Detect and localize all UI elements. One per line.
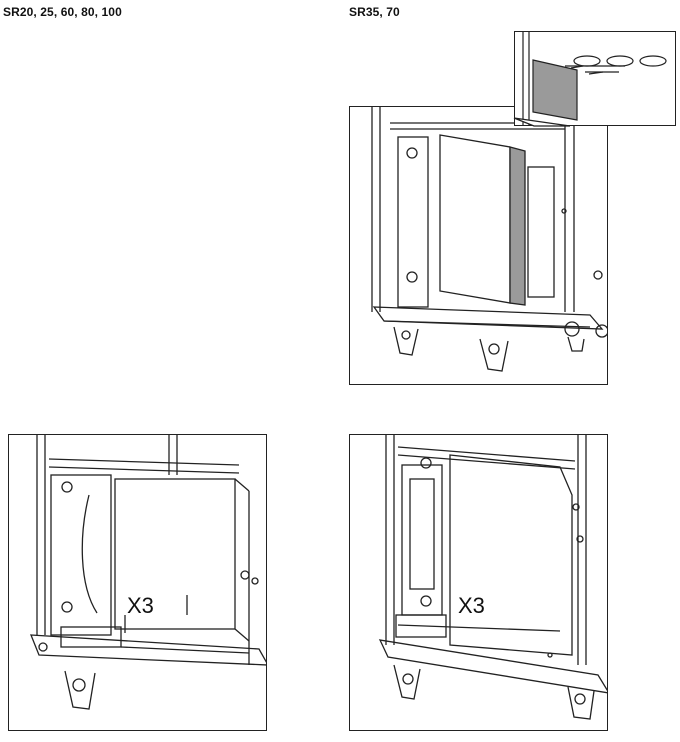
figure-top-right: [349, 106, 608, 385]
count-label-bottom-left: X3: [127, 593, 154, 618]
caption-left-models: SR20, 25, 60, 80, 100: [3, 5, 122, 19]
unit-drawing-bottom-right: [378, 435, 607, 720]
unit-drawing-top-right: [371, 107, 607, 372]
count-label-bottom-right: X3: [458, 593, 485, 618]
unit-drawing-bottom-left: [30, 435, 266, 710]
figure-bottom-right: X3: [349, 434, 608, 731]
detail-callout: [514, 31, 676, 126]
caption-right-models: SR35, 70: [349, 5, 400, 19]
figure-bottom-left: X3: [8, 434, 267, 731]
detail-drawing: [522, 32, 667, 125]
